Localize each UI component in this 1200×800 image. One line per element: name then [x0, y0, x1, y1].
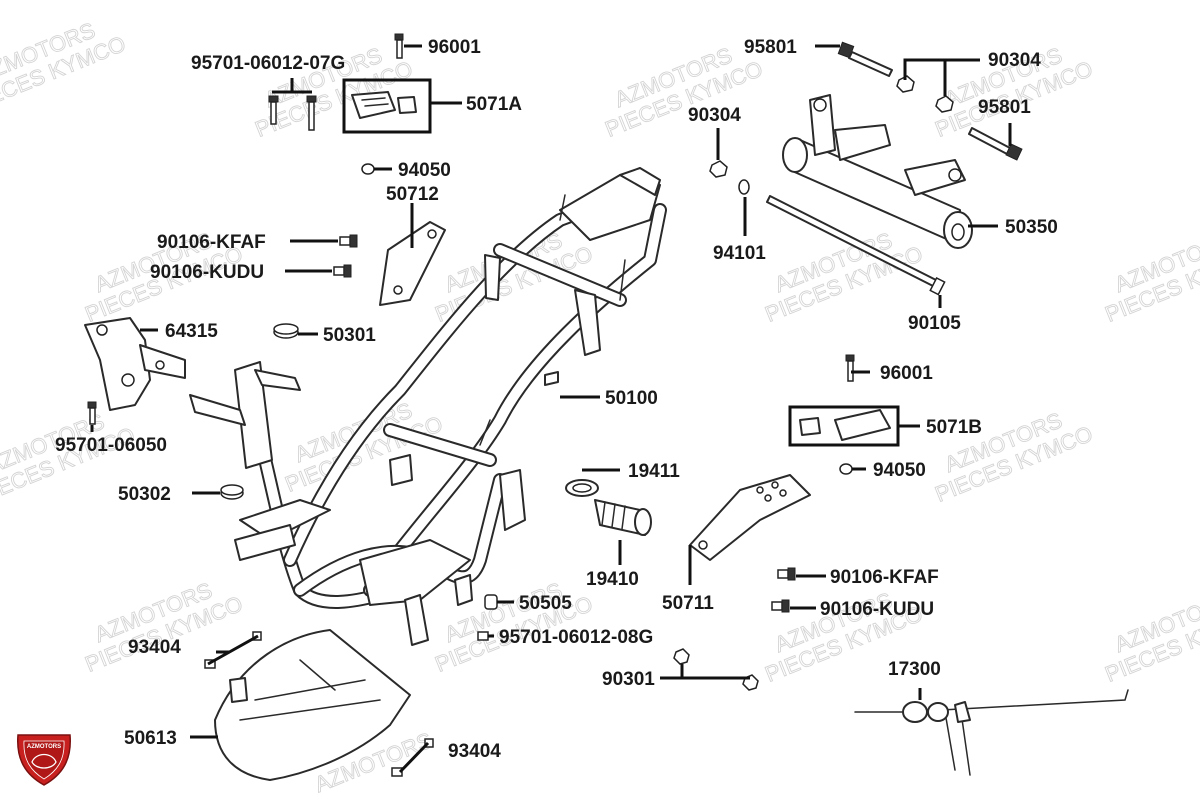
part-clamp-19411 [565, 479, 599, 497]
part-bolt-90106-KFAF-right [777, 567, 796, 581]
logo-text: AZMOTORS [27, 744, 61, 750]
callout-label: 90106-KFAF [157, 232, 266, 253]
callout-label: 50301 [323, 325, 376, 346]
callout-label: 96001 [428, 37, 481, 58]
part-bolt-95701-06012-08G [477, 631, 489, 641]
callout-label: 95701-06012-07G [191, 53, 345, 74]
callout-label: 90304 [688, 105, 741, 126]
callout-label: 94050 [873, 460, 926, 481]
part-nuts-90301 [673, 648, 759, 691]
callout-label: 90301 [602, 669, 655, 690]
callout-label: 90106-KUDU [150, 262, 264, 283]
callout-label: 50100 [605, 388, 658, 409]
part-duct-19410 [594, 499, 652, 536]
callout-label: 96001 [880, 363, 933, 384]
part-bolt-96001 [394, 33, 404, 59]
part-nut-94050-right [839, 463, 853, 475]
part-nut-90304-c [709, 160, 728, 178]
callout-label: 90106-KFAF [830, 567, 939, 588]
part-bolt-96001-right [845, 354, 855, 382]
callout-label: 50505 [519, 593, 572, 614]
part-cable-17300 [854, 689, 1129, 776]
part-clip-50505 [484, 594, 498, 610]
callout-label: 5071A [466, 94, 522, 115]
callout-label: 64315 [165, 321, 218, 342]
callout-label: 50613 [124, 728, 177, 749]
callout-labels: 96001 95701-06012-07G 5071A 94050 50712 … [55, 37, 1058, 762]
part-bolt-95801-top [837, 41, 893, 77]
callout-label: 93404 [448, 741, 501, 762]
callout-label: 93404 [128, 637, 181, 658]
watermarks: AZMOTORS PIECES KYMCO AZMOTORS PIECES KY… [0, 17, 1200, 798]
callout-label: 90304 [988, 50, 1041, 71]
main-frame-50100 [189, 167, 667, 646]
part-bolts-95701-06012-07G [268, 95, 317, 131]
callout-label: 17300 [888, 659, 941, 680]
part-bolt-90106-KUDU-left [333, 264, 352, 278]
azmotors-logo: AZMOTORS [17, 734, 71, 786]
part-hanger-50350 [782, 94, 973, 249]
part-bolt-95701-06050 [87, 401, 97, 425]
part-bracket-5071A [351, 91, 417, 119]
callout-label: 19410 [586, 569, 639, 590]
callout-label: 95701-06050 [55, 435, 167, 456]
callout-label: 95701-06012-08G [499, 627, 653, 648]
part-nut-94050 [361, 163, 375, 175]
part-cap-50302 [220, 484, 244, 500]
part-shaft-90105 [766, 195, 946, 296]
callout-label: 50350 [1005, 217, 1058, 238]
part-bracket-64315 [84, 317, 186, 411]
callout-label: 95801 [978, 97, 1031, 118]
part-cover-50613 [214, 629, 411, 781]
callout-label: 95801 [744, 37, 797, 58]
callout-label: 50302 [118, 484, 171, 505]
part-plate-50711 [689, 474, 811, 561]
callout-label: 50711 [662, 593, 714, 614]
part-bolt-90106-KFAF-left [339, 234, 358, 248]
part-washer-94101 [738, 179, 750, 195]
part-cap-50301 [273, 323, 299, 339]
leader-lines [90, 44, 1012, 774]
callout-label: 94101 [713, 243, 766, 264]
part-bolt-95801-right [968, 127, 1023, 161]
callout-label: 90106-KUDU [820, 599, 934, 620]
part-bracket-5071B [799, 409, 891, 441]
part-bolt-90106-KUDU-right [771, 599, 790, 613]
callout-label: 5071B [926, 417, 982, 438]
part-nut-90304-a [896, 75, 915, 93]
callout-label: 50712 [386, 184, 439, 205]
callout-label: 19411 [628, 461, 680, 482]
part-plate-50712 [379, 221, 446, 306]
callout-label: 90105 [908, 313, 961, 334]
callout-label: 94050 [398, 160, 451, 181]
